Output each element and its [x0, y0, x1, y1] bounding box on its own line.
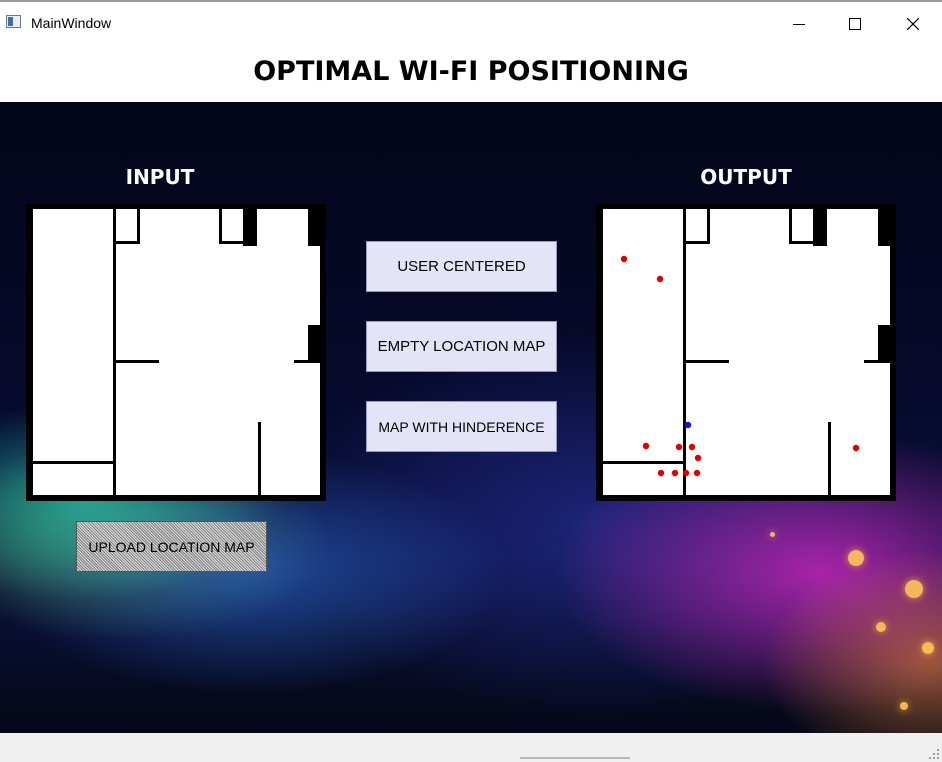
user-marker [694, 454, 702, 462]
output-map [596, 204, 896, 501]
user-marker [620, 255, 628, 263]
page-title: OPTIMAL WI-FI POSITIONING [253, 56, 689, 87]
close-icon [907, 18, 919, 30]
user-marker [675, 443, 683, 451]
bokeh-light [905, 580, 923, 598]
maximize-icon [849, 18, 861, 30]
bokeh-light [900, 702, 908, 710]
resize-grip-icon[interactable] [928, 748, 940, 760]
user-centered-button[interactable]: USER CENTERED [366, 241, 557, 292]
app-icon [6, 15, 21, 28]
empty-location-map-button[interactable]: EMPTY LOCATION MAP [366, 321, 557, 372]
map-with-hinderence-button[interactable]: MAP WITH HINDERENCE [366, 401, 557, 452]
window-titlebar[interactable]: MainWindow [0, 0, 942, 44]
user-marker [682, 469, 690, 477]
heading-area: OPTIMAL WI-FI POSITIONING [0, 44, 942, 102]
upload-location-map-button[interactable]: UPLOAD LOCATION MAP [76, 521, 267, 572]
user-marker [656, 275, 664, 283]
maximize-button[interactable] [832, 10, 878, 38]
status-bar [0, 733, 942, 762]
user-marker [642, 442, 650, 450]
user-marker [693, 469, 701, 477]
status-divider [520, 757, 630, 759]
window-title: MainWindow [31, 15, 112, 31]
minimize-button[interactable] [776, 10, 822, 38]
output-label: OUTPUT [700, 165, 792, 189]
input-map [26, 204, 326, 501]
user-marker [852, 444, 860, 452]
user-marker [657, 469, 665, 477]
bokeh-light [922, 642, 934, 654]
bokeh-light [848, 550, 864, 566]
minimize-icon [793, 24, 805, 25]
bokeh-light [876, 622, 886, 632]
bokeh-light [770, 532, 775, 537]
input-label: INPUT [125, 165, 195, 189]
user-marker [688, 443, 696, 451]
close-button[interactable] [890, 10, 936, 38]
user-marker [671, 469, 679, 477]
router-marker [684, 421, 692, 429]
